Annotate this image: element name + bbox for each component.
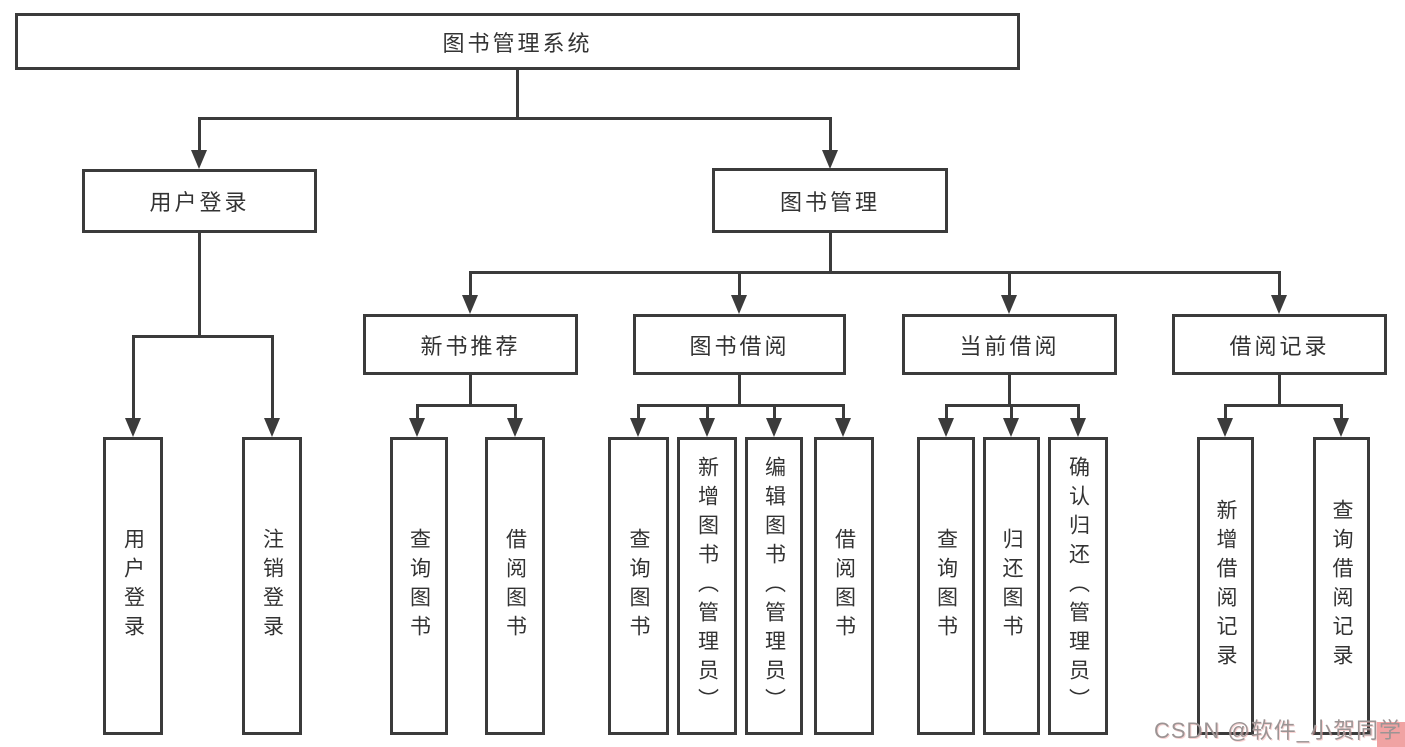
leaf-recommend-query-books: 查询图书 [390, 437, 448, 735]
arrowhead [1271, 295, 1287, 314]
connector-line [738, 375, 741, 407]
watermark-accent [1377, 722, 1405, 747]
arrowhead [1070, 418, 1086, 437]
connector-line [738, 271, 741, 298]
arrowhead [766, 418, 782, 437]
leaf-logout: 注销登录 [242, 437, 302, 735]
arrowhead [125, 418, 141, 437]
connector-line [706, 404, 709, 421]
node-borrow-records: 借阅记录 [1172, 314, 1387, 375]
watermark: CSDN @软件_小贺同学 [1153, 718, 1402, 743]
arrowhead [462, 295, 478, 314]
connector-line [829, 233, 832, 274]
leaf-user-login: 用户登录 [103, 437, 163, 735]
arrowhead [1001, 295, 1017, 314]
arrowhead [264, 418, 280, 437]
leaf-borrow-borrow-books: 借阅图书 [814, 437, 874, 735]
leaf-borrow-query-books: 查询图书 [608, 437, 669, 735]
arrowhead [409, 418, 425, 437]
connector-line [1077, 404, 1080, 421]
arrowhead [1217, 418, 1233, 437]
connector-line [1010, 404, 1013, 421]
connector-line [1008, 271, 1011, 298]
connector-line [1224, 404, 1343, 407]
arrowhead [731, 295, 747, 314]
connector-line [773, 404, 776, 421]
connector-line [1224, 404, 1227, 421]
connector-line [469, 375, 472, 407]
leaf-records-query-record: 查询借阅记录 [1313, 437, 1370, 735]
connector-line [271, 335, 274, 421]
connector-line [198, 117, 201, 152]
arrowhead [822, 150, 838, 169]
arrowhead [938, 418, 954, 437]
node-book-borrow: 图书借阅 [633, 314, 846, 375]
connector-line [1008, 375, 1011, 407]
arrowhead [630, 418, 646, 437]
connector-line [945, 404, 948, 421]
leaf-current-query-books: 查询图书 [917, 437, 975, 735]
connector-line [514, 404, 517, 421]
leaf-current-confirm-return-admin: 确认归还（管理员） [1048, 437, 1108, 735]
leaf-borrow-edit-books-admin: 编辑图书（管理员） [745, 437, 803, 735]
leaf-records-add-record: 新增借阅记录 [1197, 437, 1254, 735]
connector-line [132, 335, 274, 338]
node-user-login: 用户登录 [82, 169, 317, 233]
leaf-borrow-add-books-admin: 新增图书（管理员） [677, 437, 737, 735]
node-new-book-recommend: 新书推荐 [363, 314, 578, 375]
leaf-recommend-borrow-books: 借阅图书 [485, 437, 545, 735]
arrowhead [835, 418, 851, 437]
connector-line [416, 404, 517, 407]
arrowhead [1003, 418, 1019, 437]
node-root: 图书管理系统 [15, 13, 1020, 70]
connector-line [132, 335, 135, 421]
connector-line [198, 117, 832, 120]
connector-line [842, 404, 845, 421]
connector-line [516, 70, 519, 118]
node-book-manage: 图书管理 [712, 168, 948, 233]
connector-line [1278, 271, 1281, 298]
arrowhead [191, 150, 207, 169]
connector-line [1278, 375, 1281, 407]
arrowhead [699, 418, 715, 437]
connector-line [198, 233, 201, 338]
leaf-current-return-books: 归还图书 [983, 437, 1040, 735]
connector-line [469, 271, 472, 298]
connector-line [637, 404, 845, 407]
node-current-borrow: 当前借阅 [902, 314, 1117, 375]
connector-line [1340, 404, 1343, 421]
arrowhead [1333, 418, 1349, 437]
connector-line [416, 404, 419, 421]
arrowhead [507, 418, 523, 437]
connector-line [469, 271, 1281, 274]
connector-line [829, 117, 832, 152]
connector-line [637, 404, 640, 421]
